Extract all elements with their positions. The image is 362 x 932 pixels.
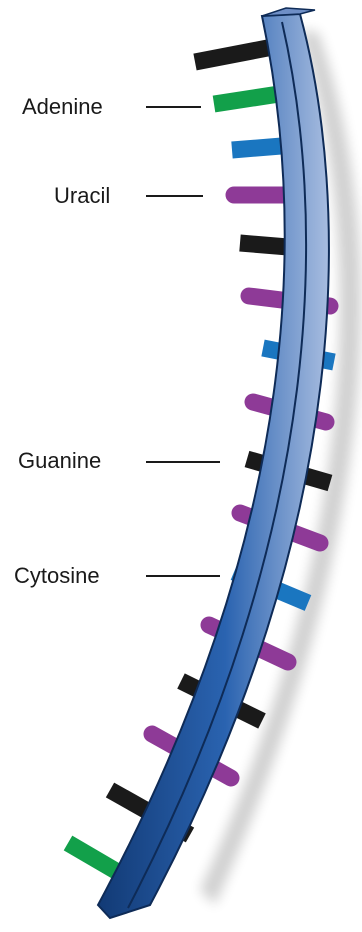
label-uracil: Uracil — [54, 185, 110, 207]
leader-line-uracil — [146, 195, 203, 197]
backbone-top-cap — [262, 8, 315, 16]
leader-line-guanine — [146, 461, 220, 463]
sugar-phosphate-backbone — [98, 14, 329, 918]
leader-line-cytosine — [146, 575, 220, 577]
label-cytosine: Cytosine — [14, 565, 100, 587]
label-adenine: Adenine — [22, 96, 103, 118]
leader-line-adenine — [146, 106, 201, 108]
label-guanine: Guanine — [18, 450, 101, 472]
